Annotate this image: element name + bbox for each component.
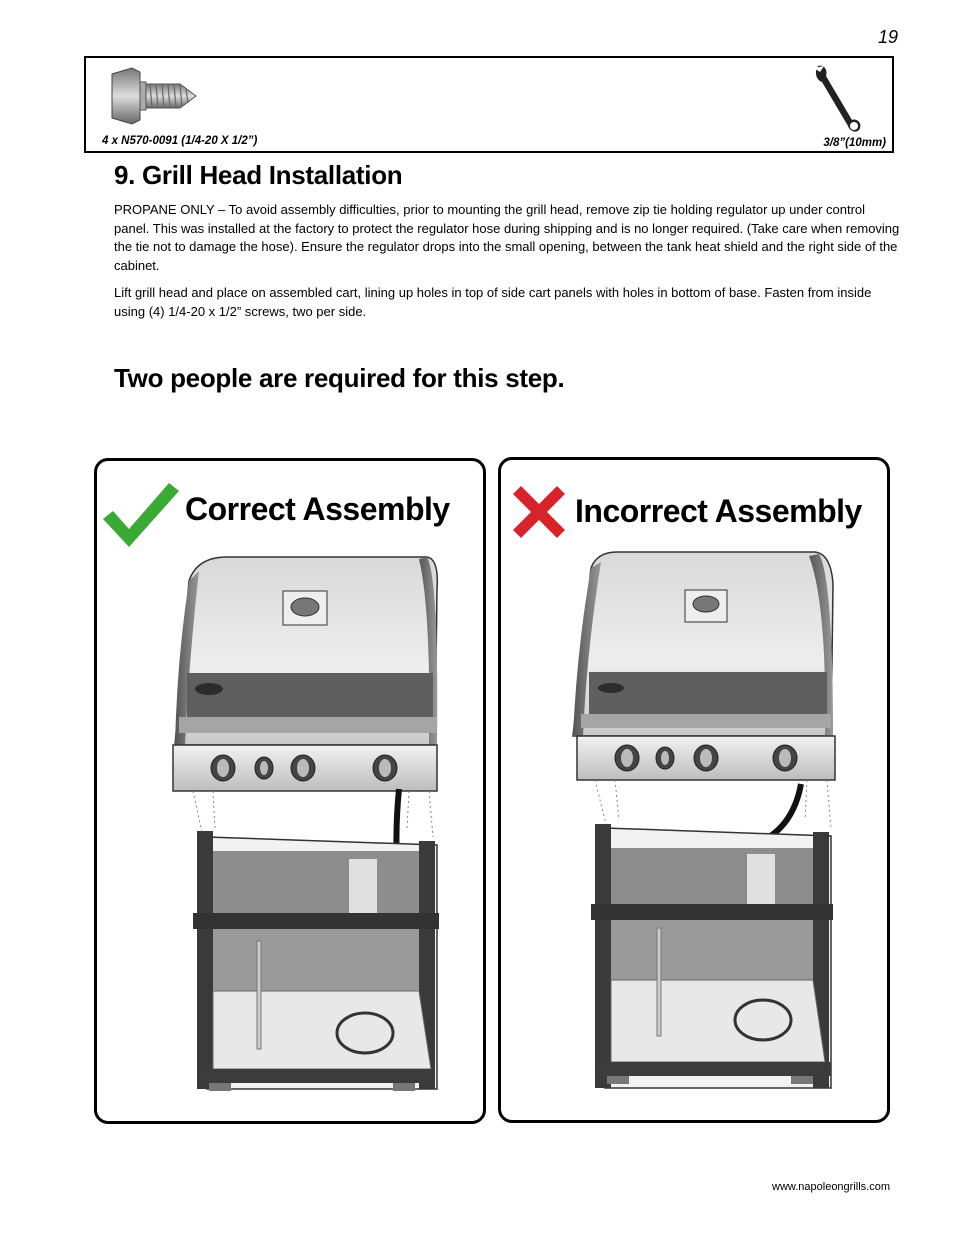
section-heading: 9. Grill Head Installation (114, 160, 403, 190)
checkmark-icon (103, 483, 179, 547)
two-people-warning: Two people are required for this step. (114, 363, 565, 393)
grill-correct-illustration (172, 556, 439, 1091)
correct-assembly-panel: Correct Assembly (94, 458, 486, 1124)
incorrect-assembly-panel: Incorrect Assembly (498, 457, 890, 1123)
correct-assembly-title: Correct Assembly (185, 491, 450, 527)
page-number: 19 (877, 27, 898, 47)
wrench-icon (814, 65, 861, 132)
footer-url: www.napoleongrills.com (772, 1181, 890, 1193)
hardware-box: 4 x N570-0091 (1/4-20 X 1/2”) 3/8”(10mm) (84, 56, 894, 153)
wrench-label: 3/8”(10mm) (823, 137, 886, 149)
x-mark-icon (513, 486, 565, 538)
grill-incorrect-illustration (572, 551, 836, 1089)
incorrect-assembly-title: Incorrect Assembly (575, 493, 862, 529)
installation-paragraph: Lift grill head and place on assembled c… (114, 285, 872, 319)
hex-bolt-icon (111, 67, 197, 125)
propane-paragraph: PROPANE ONLY – To avoid assembly difficu… (114, 202, 900, 273)
screw-label: 4 x N570-0091 (1/4-20 X 1/2”) (102, 135, 258, 147)
